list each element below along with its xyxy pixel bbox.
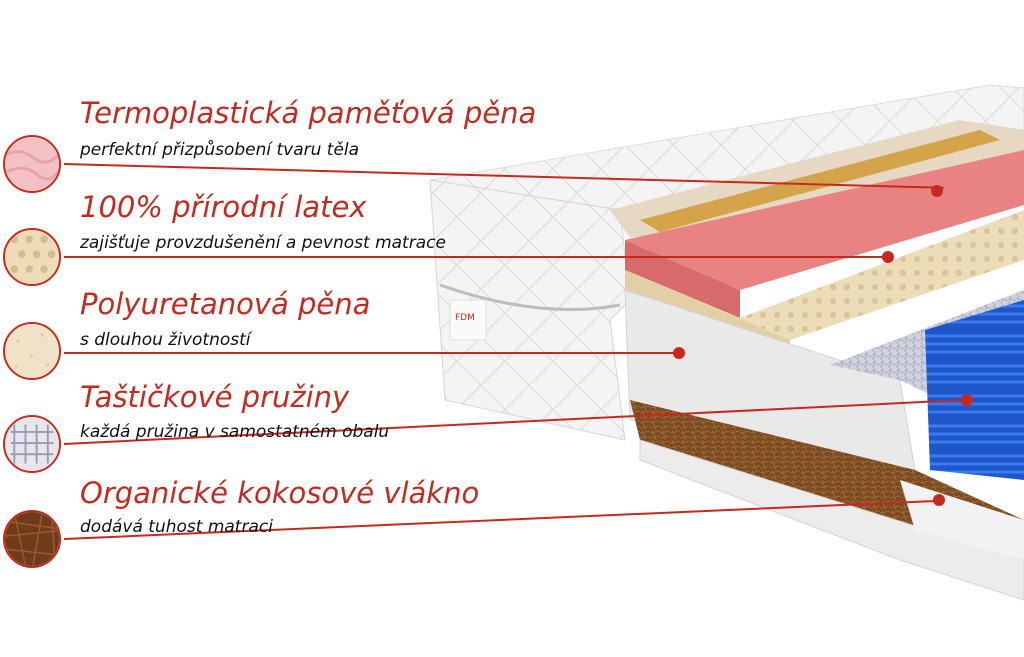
layer-title-polyurethane: Polyuretanová pěna (80, 287, 371, 321)
leader-line-latex (64, 256, 887, 258)
memory-foam-icon (3, 135, 61, 193)
coconut-fiber-icon (3, 510, 61, 568)
leader-line-polyurethane (64, 352, 678, 354)
layer-description-coconut-fiber: dodává tuhost matraci (80, 517, 273, 537)
layer-title-latex: 100% přírodní latex (80, 190, 367, 224)
polyurethane-foam-icon (3, 322, 61, 380)
layer-description-latex: zajišťuje provzdušenění a pevnost matrac… (80, 233, 446, 253)
pocket-spring-icon (3, 415, 61, 473)
layer-description-pocket-springs: každá pružina v samostatném obalu (80, 422, 390, 442)
brand-logo-text: FDM (455, 313, 475, 323)
layer-description-polyurethane: s dlouhou životností (80, 330, 251, 350)
layer-title-memory-foam: Termoplastická paměťová pěna (80, 96, 537, 130)
layer-description-memory-foam: perfektní přizpůsobení tvaru těla (80, 140, 360, 160)
layer-title-pocket-springs: Taštičkové pružiny (80, 380, 350, 414)
layer-title-coconut-fiber: Organické kokosové vlákno (80, 476, 480, 510)
latex-icon (3, 228, 61, 286)
